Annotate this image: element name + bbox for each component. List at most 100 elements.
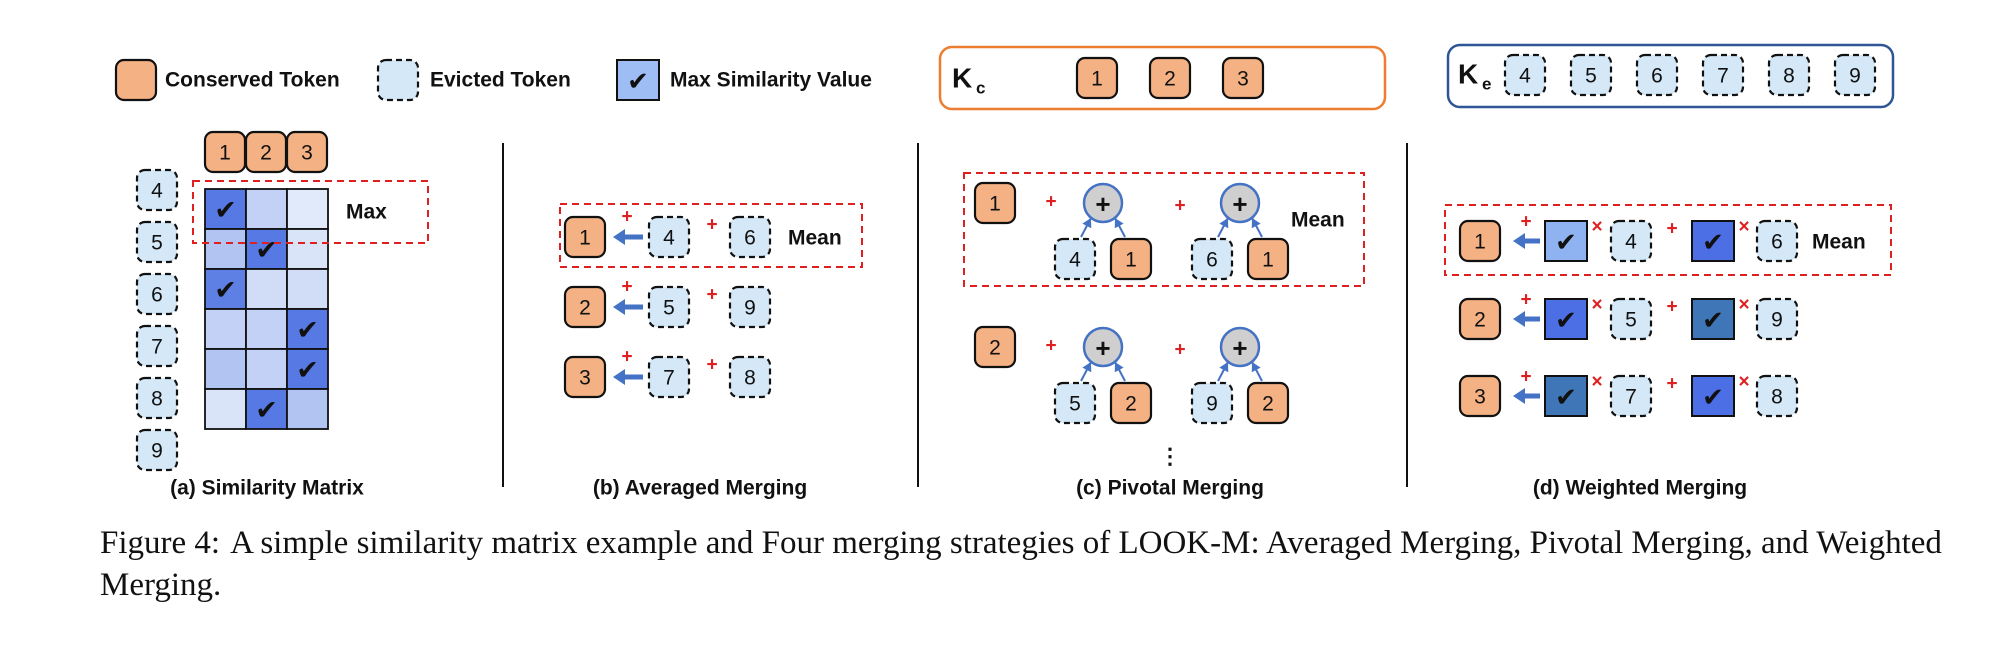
- similarity-cell: [204, 348, 247, 390]
- conserved-token: [563, 355, 607, 399]
- token-label: 4: [1625, 231, 1637, 254]
- conserved-token: [1458, 297, 1502, 341]
- pivot-arrow-head: [1219, 362, 1229, 373]
- plus-sign: +: [1520, 367, 1531, 388]
- token-label: 6: [1206, 249, 1218, 272]
- pivot-arrow-head: [1114, 218, 1124, 229]
- merge-arrow-head: [613, 299, 625, 315]
- check-icon: ✔: [627, 66, 649, 96]
- token-label: 1: [579, 227, 591, 250]
- merge-arrow-head: [1513, 311, 1525, 327]
- check-icon: ✔: [1702, 227, 1724, 257]
- evicted-token: [728, 285, 772, 329]
- similarity-cell: [245, 268, 288, 310]
- evicted-token: [647, 285, 691, 329]
- token-label: 5: [1069, 393, 1081, 416]
- check-icon: ✔: [1702, 305, 1724, 335]
- mean-label: Mean: [788, 227, 842, 250]
- panel-a-title: (a) Similarity Matrix: [170, 477, 364, 500]
- caption-text: A simple similarity matrix example and F…: [100, 525, 1942, 603]
- conserved-token: [563, 215, 607, 259]
- check-icon: ✔: [214, 195, 237, 225]
- similarity-cell: [286, 348, 329, 390]
- token-label: 1: [1262, 249, 1274, 272]
- times-sign: ×: [1591, 372, 1602, 393]
- ke-subscript: e: [1482, 75, 1491, 94]
- similarity-cell: [245, 308, 288, 350]
- token-label: 4: [1069, 249, 1081, 272]
- similarity-cell: [245, 388, 288, 430]
- mean-highlight-box: [963, 172, 1365, 287]
- conserved-token: [1075, 56, 1119, 100]
- check-icon: ✔: [296, 315, 319, 345]
- token-label: 9: [1849, 65, 1861, 88]
- token-label: 3: [1237, 68, 1249, 91]
- merge-arrow-head: [1513, 233, 1525, 249]
- pivot-arrow-head: [1114, 362, 1124, 373]
- max-label: Max: [346, 201, 387, 224]
- sum-plus: +: [1232, 333, 1247, 363]
- figure-caption: Figure 4:A simple similarity matrix exam…: [100, 522, 1960, 606]
- token-label: 5: [1585, 65, 1597, 88]
- check-icon: ✔: [255, 235, 278, 265]
- token-label: 2: [260, 142, 272, 165]
- max-similarity-box: [1691, 220, 1735, 262]
- evicted-token: [1635, 53, 1679, 97]
- pivot-arrow-head: [1251, 218, 1261, 229]
- evicted-token: [1701, 53, 1745, 97]
- token-label: 1: [1091, 68, 1103, 91]
- evicted-token: [1503, 53, 1547, 97]
- evicted-token: [1609, 297, 1653, 341]
- plus-sign: +: [1174, 340, 1185, 361]
- merge-arrow-head: [613, 229, 625, 245]
- legend-evicted-label: Evicted Token: [430, 69, 571, 92]
- evicted-token: [1755, 374, 1799, 418]
- evicted-token: [135, 428, 179, 472]
- conserved-token: [1221, 56, 1265, 100]
- legend-conserved-label: Conserved Token: [165, 69, 340, 92]
- sum-icon: [1082, 182, 1124, 224]
- evicted-token: [1053, 237, 1097, 281]
- evicted-token: [1755, 297, 1799, 341]
- conserved-token: [1458, 374, 1502, 418]
- token-label: 9: [744, 297, 756, 320]
- sum-icon: [1219, 182, 1261, 224]
- plus-sign: +: [706, 215, 717, 236]
- pivot-arrow-head: [1082, 218, 1092, 229]
- mean-label: Mean: [1291, 209, 1345, 232]
- plus-sign: +: [1174, 196, 1185, 217]
- token-label: 9: [1771, 309, 1783, 332]
- evicted-token: [1190, 381, 1234, 425]
- token-label: 5: [663, 297, 675, 320]
- token-label: 4: [663, 227, 675, 250]
- caption-label: Figure 4:: [100, 525, 221, 561]
- plus-sign: +: [1666, 219, 1677, 240]
- plus-sign: +: [1045, 192, 1056, 213]
- times-sign: ×: [1738, 217, 1749, 238]
- evicted-token: [647, 355, 691, 399]
- max-similarity-box: [1544, 220, 1588, 262]
- kc-subscript: c: [976, 79, 985, 98]
- conserved-token: [285, 130, 329, 174]
- conserved-token: [1246, 381, 1290, 425]
- token-label: 6: [1771, 231, 1783, 254]
- evicted-token: [135, 220, 179, 264]
- legend-evicted-swatch: [376, 58, 420, 102]
- plus-sign: +: [706, 285, 717, 306]
- conserved-token: [1148, 56, 1192, 100]
- pivot-arrow-head: [1219, 218, 1229, 229]
- times-sign: ×: [1738, 372, 1749, 393]
- plus-sign: +: [621, 347, 632, 368]
- panel-d-title: (d) Weighted Merging: [1533, 477, 1747, 500]
- check-icon: ✔: [1702, 382, 1724, 412]
- similarity-cell: [245, 188, 288, 230]
- conserved-token: [1458, 219, 1502, 263]
- evicted-token: [1833, 53, 1877, 97]
- similarity-cell: [204, 308, 247, 350]
- evicted-token: [1609, 374, 1653, 418]
- ellipsis: ⋮: [1159, 444, 1181, 469]
- mean-label: Mean: [1812, 231, 1866, 254]
- token-label: 6: [1651, 65, 1663, 88]
- times-sign: ×: [1591, 295, 1602, 316]
